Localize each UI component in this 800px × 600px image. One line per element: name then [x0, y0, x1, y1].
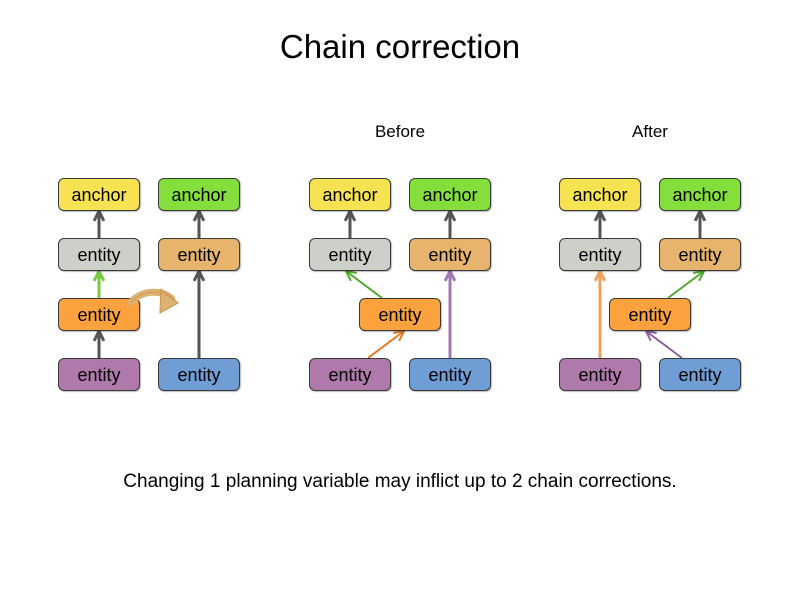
entity-node: entity [559, 238, 641, 271]
node-label: entity [678, 244, 722, 265]
anchor-node: anchor [158, 178, 240, 211]
entity-node: entity [58, 238, 140, 271]
anchor-node: anchor [58, 178, 140, 211]
chain-arrow [693, 207, 707, 238]
entity-node: entity [158, 358, 240, 391]
slide-caption: Changing 1 planning variable may inflict… [123, 471, 677, 492]
node-label: entity [578, 244, 622, 265]
chain-arrow [92, 327, 106, 358]
node-label: anchor [71, 184, 127, 205]
entity-node: entity [58, 298, 140, 331]
node-label: entity [328, 364, 372, 385]
entity-node: entity [559, 358, 641, 391]
node-label: entity [77, 304, 121, 325]
page-title: Chain correction [279, 28, 521, 65]
node-label: entity [628, 304, 672, 325]
node-label: entity [578, 364, 622, 385]
chain-arrow [443, 267, 457, 358]
entity-node: entity [359, 298, 441, 331]
node-label: entity [428, 364, 472, 385]
panel-label-before: Before [374, 122, 426, 141]
entity-node: entity [309, 358, 391, 391]
node-label: entity [177, 244, 221, 265]
chain-arrow [192, 267, 206, 358]
node-label: entity [177, 364, 221, 385]
anchor-node: anchor [309, 178, 391, 211]
chain-arrow [667, 269, 706, 299]
node-label: anchor [171, 184, 227, 205]
chain-arrow [644, 329, 683, 359]
chain-arrow [92, 207, 106, 238]
node-label: entity [678, 364, 722, 385]
node-label: entity [378, 304, 422, 325]
entity-node: entity [409, 358, 491, 391]
node-label: anchor [322, 184, 378, 205]
entity-node: entity [659, 238, 741, 271]
entity-node: entity [409, 238, 491, 271]
entity-node: entity [309, 238, 391, 271]
chain-arrow [343, 207, 357, 238]
node-label: entity [328, 244, 372, 265]
panel-label-after: After [632, 122, 668, 141]
node-label: entity [77, 244, 121, 265]
anchor-node: anchor [559, 178, 641, 211]
node-label: entity [77, 364, 121, 385]
entity-node: entity [609, 298, 691, 331]
node-label: anchor [672, 184, 728, 205]
chain-arrow [367, 329, 406, 359]
chain-arrow [344, 269, 383, 299]
node-label: entity [428, 244, 472, 265]
chain-arrow [593, 207, 607, 238]
chain-arrow [192, 207, 206, 238]
anchor-node: anchor [659, 178, 741, 211]
entity-node: entity [659, 358, 741, 391]
node-label: anchor [572, 184, 628, 205]
anchor-node: anchor [409, 178, 491, 211]
chain-arrow [443, 207, 457, 238]
chain-arrow [92, 267, 106, 298]
chain-arrow [593, 267, 607, 358]
entity-node: entity [58, 358, 140, 391]
node-label: anchor [422, 184, 478, 205]
entity-node: entity [158, 238, 240, 271]
